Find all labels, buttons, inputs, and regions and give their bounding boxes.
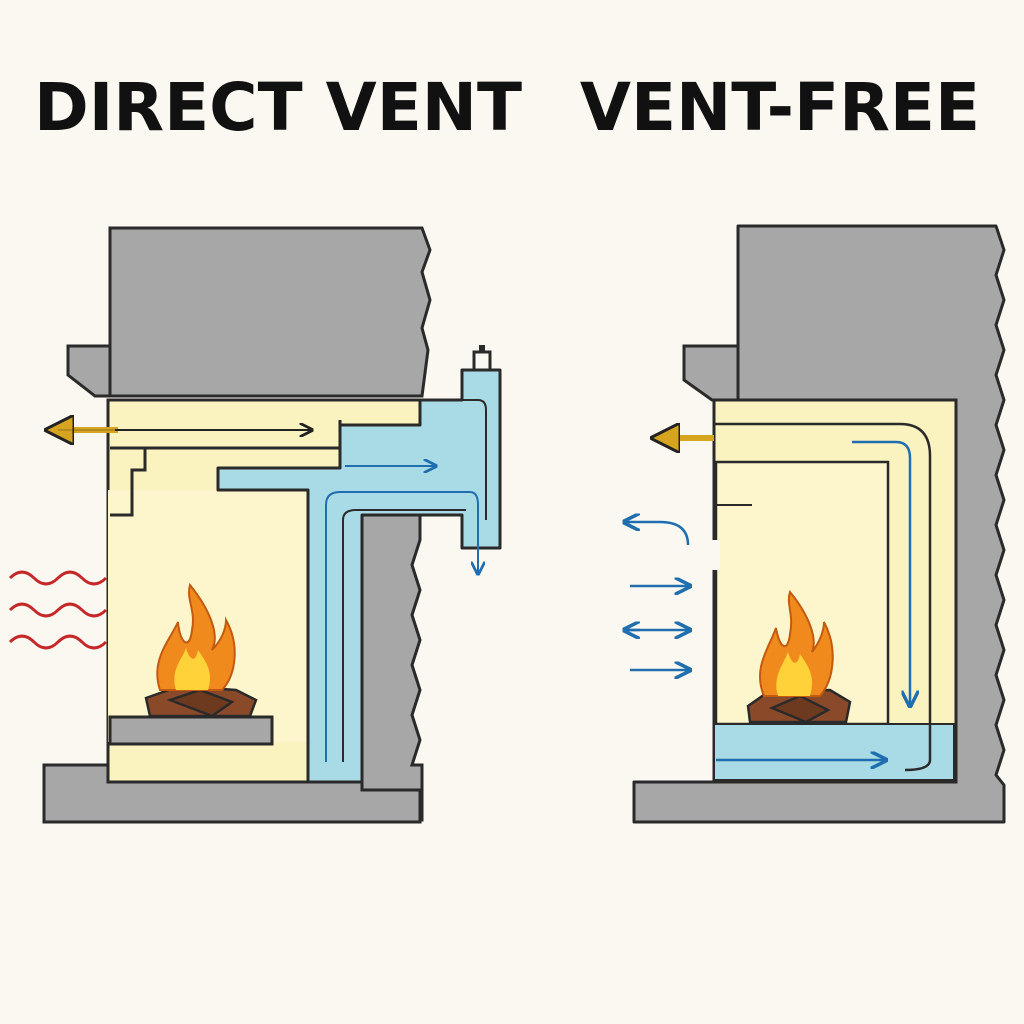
wall-body [632,224,1006,824]
wall-upper [108,226,432,398]
firebox-shelf [108,715,274,746]
exhaust-flow-path [342,509,466,762]
mantel-ledge [682,344,740,402]
mantel-ledge [66,344,112,398]
title-direct-vent: DIRECT VENT [34,69,522,146]
front-opening [706,540,720,570]
title-vent-free: VENT-FREE [580,69,980,146]
intake-flow-path [325,491,478,762]
circulation-inner [852,440,910,706]
logs-icon [746,688,852,724]
vent-cap-icon [472,350,492,372]
wall-column [360,513,424,822]
flame-icon [758,589,834,697]
cool-air-floor [713,723,955,781]
vent-free-diagram [624,224,1006,824]
intake-flow-upper [458,399,487,520]
partition-line [110,446,147,517]
vent-cap-tip [479,345,485,353]
flame-icon [156,582,236,691]
logs-icon [144,684,258,718]
heat-wave-icon [8,570,108,650]
circulation-outer [899,422,932,772]
outflow-arrow [624,522,690,546]
direct-vent-diagram [8,226,502,824]
